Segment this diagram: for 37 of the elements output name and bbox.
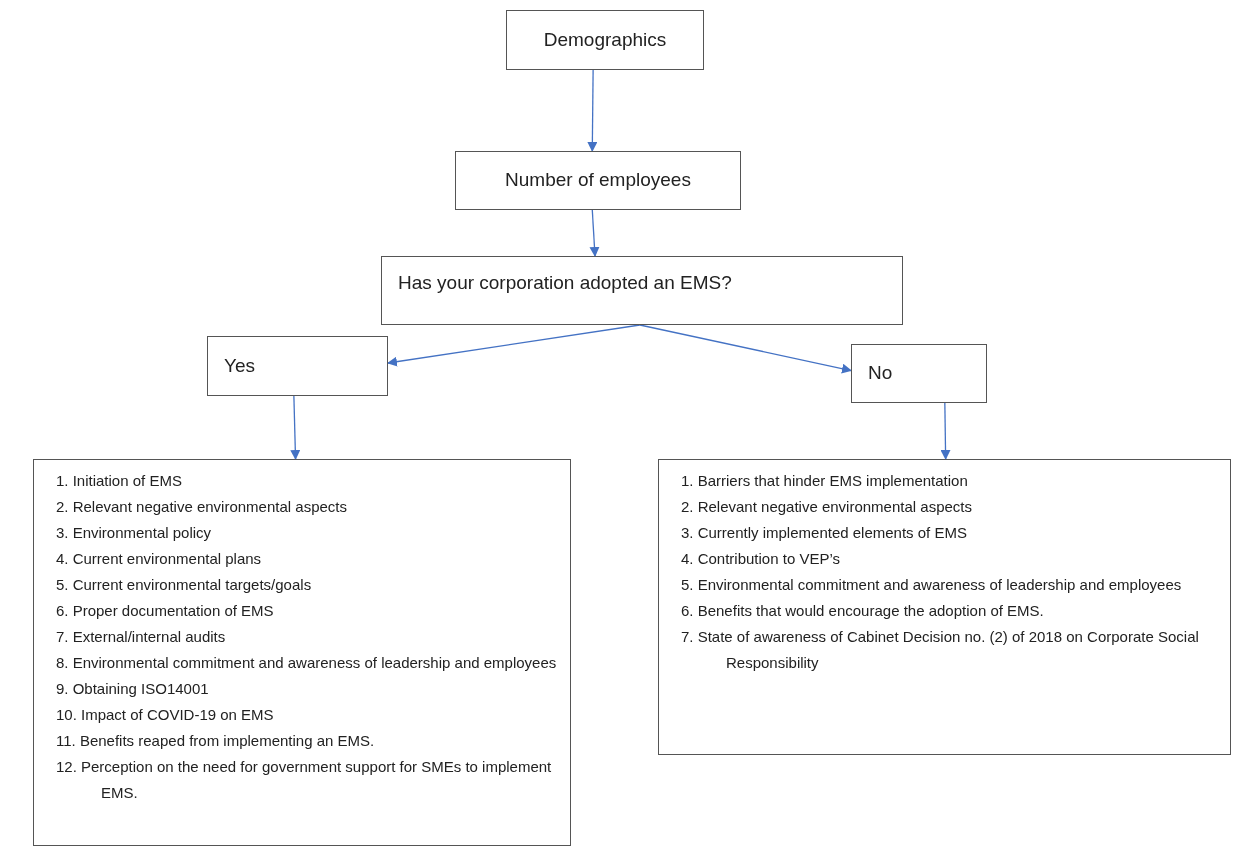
list-item: 7. State of awareness of Cabinet Decision no. (2) of 2018 on Corporate Social Responsibility — [681, 627, 1200, 673]
list-item: 5. Current environmental targets/goals — [56, 575, 313, 595]
arrow — [940, 402, 951, 460]
arrow — [639, 324, 852, 374]
arrow — [589, 209, 600, 257]
list-item: 7. External/internal audits — [56, 627, 227, 647]
arrow — [290, 395, 301, 460]
process-box — [455, 151, 741, 210]
process-box — [851, 344, 987, 403]
list-item: 5. Environmental commitment and awareness of leadership and employees — [681, 575, 1183, 595]
list-item: 3. Currently implemented elements of EMS — [681, 523, 968, 543]
box-label: Yes — [224, 353, 255, 378]
arrow — [387, 324, 641, 367]
list-item: 12. Perception on the need for government support for SMEs to implement EMS. — [56, 757, 553, 803]
process-box — [207, 336, 388, 396]
topic-list-box — [33, 459, 571, 846]
topic-list-box — [658, 459, 1231, 755]
list-item: 2. Relevant negative environmental aspects — [681, 497, 973, 517]
list-item: 8. Environmental commitment and awareness of leadership and employees — [56, 653, 558, 673]
list-item: 6. Proper documentation of EMS — [56, 601, 275, 621]
list-item: 4. Current environmental plans — [56, 549, 263, 569]
list-item: 1. Barriers that hinder EMS implementation — [681, 471, 969, 491]
list-item: 11. Benefits reaped from implementing an EMS. — [56, 731, 376, 751]
box-label: Number of employees — [505, 168, 691, 193]
list-item: 1. Initiation of EMS — [56, 471, 183, 491]
box-label: Has your corporation adopted an EMS? — [398, 271, 732, 295]
box-label: No — [868, 361, 893, 386]
process-box — [381, 256, 903, 325]
list-item: 4. Contribution to VEP’s — [681, 549, 841, 569]
list-item: 10. Impact of COVID-19 on EMS — [56, 705, 275, 725]
process-box — [506, 10, 704, 70]
box-label: Demographics — [543, 27, 667, 52]
arrow — [587, 69, 598, 152]
list-item: 2. Relevant negative environmental aspects — [56, 497, 348, 517]
list-item: 6. Benefits that would encourage the adoption of EMS. — [681, 601, 1045, 621]
list-item: 3. Environmental policy — [56, 523, 213, 543]
list-item: 9. Obtaining ISO14001 — [56, 679, 210, 699]
